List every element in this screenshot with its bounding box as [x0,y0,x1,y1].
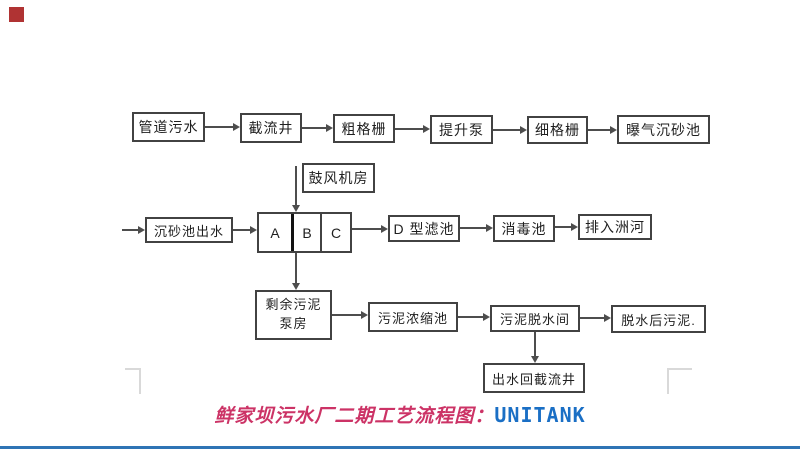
node-dewatered-sludge: 脱水后污泥. [611,305,706,333]
diagram-caption: 鲜家坝污水厂二期工艺流程图：UNITANK [0,401,800,428]
arrow-fine-to-grit [588,126,617,134]
arrow-surplus-to-thickener [332,311,368,319]
arrow-inlet [122,226,145,234]
red-square-marker [9,7,24,22]
arrow-thickener-to-dewatering [458,313,490,321]
unitank-cell-a: A [259,214,294,251]
page-margin-mark-left [125,368,141,394]
node-aerated-grit-tank: 曝气沉砂池 [617,115,710,144]
arrow-dewatering-to-return-well [531,332,539,363]
node-unitank-cells: A B C [257,212,352,253]
arrow-dewatering-to-dewatered [580,314,611,322]
surplus-sludge-line2: 泵房 [279,316,308,331]
node-disinfection-tank: 消毒池 [493,215,555,242]
node-pipe-sewage: 管道污水 [132,112,205,142]
caption-chinese-text: 鲜家坝污水厂二期工艺流程图： [214,405,495,427]
node-blower-room: 鼓风机房 [302,163,375,193]
surplus-sludge-line1: 剩余污泥 [265,297,322,313]
arrow-dfilter-to-disinfect [460,224,493,232]
page-margin-mark-right [667,368,692,394]
node-fine-screen: 细格栅 [527,116,588,144]
arrow-outflow-to-unitank [233,226,257,234]
bottom-rule [0,446,800,449]
node-sludge-thickener: 污泥浓缩池 [368,302,458,332]
node-sludge-dewatering-room: 污泥脱水间 [490,305,580,332]
node-discharge-river: 排入洲河 [578,214,652,240]
arrow-blower-to-unitank [292,166,300,212]
node-grit-tank-outflow: 沉砂池出水 [145,217,233,243]
arrow-unitank-to-dfilter [352,225,388,233]
node-outflow-return-well: 出水回截流井 [483,363,585,393]
arrow-unitank-to-surplus [292,253,300,290]
arrow-intercept-to-coarse [302,124,333,132]
node-surplus-sludge-pump-house: 剩余污泥 泵房 [255,290,332,340]
node-lift-pump: 提升泵 [430,115,493,144]
arrow-coarse-to-pump [395,125,430,133]
caption-unitank-text: UNITANK [494,403,586,427]
node-coarse-screen: 粗格栅 [333,114,395,143]
arrow-disinfect-to-discharge [555,223,578,231]
arrow-pipe-to-intercept [205,123,240,131]
node-d-filter: D 型滤池 [388,215,460,242]
unitank-cell-c: C [330,224,342,241]
arrow-pump-to-fine [493,126,527,134]
node-intercept-well: 截流井 [240,113,302,143]
unitank-cell-b: B [294,214,322,251]
